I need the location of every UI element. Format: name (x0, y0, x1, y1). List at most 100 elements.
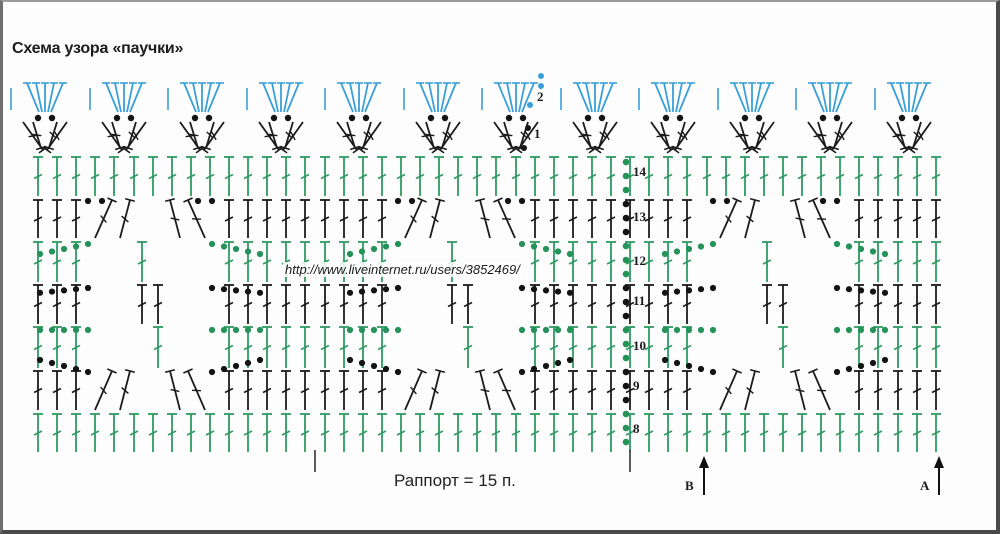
stitch-r6-c7-stroke (167, 430, 177, 436)
spider2-dot11-1-3 (869, 288, 877, 295)
stitch-r3-c27-stroke (549, 301, 559, 308)
stitch-r1-c26 (530, 199, 540, 238)
fan10-black-leg21 (828, 121, 843, 151)
stitch-r0-c44-stroke (873, 173, 883, 180)
spider2-dot10--1-4 (661, 326, 669, 334)
stitch-r4-c14-stroke (300, 344, 310, 351)
row-number-8: 8 (633, 421, 640, 436)
fan5-blue-1 (428, 82, 436, 113)
fan9-blue-1 (742, 82, 750, 113)
fan3-blue-4 (286, 82, 300, 113)
stitch-r5-c10-stroke (224, 387, 234, 394)
spider2-dot12--1-0 (709, 240, 717, 248)
fan4-black-leg1-stroke (356, 146, 366, 154)
stitch-r2-c46 (912, 241, 922, 282)
stitch-r0-c4 (109, 156, 119, 196)
stitch-r6-c12-stroke (262, 430, 272, 436)
spider1-leg-top2-1-stroke (431, 215, 439, 223)
spider1-dot9-1-2 (542, 362, 550, 370)
stitch-r4-c44-stroke (873, 344, 883, 351)
stitch-r1-c12-stroke (262, 216, 272, 222)
stitch-r6-c6 (148, 413, 158, 452)
row-number-14: 14 (633, 164, 647, 179)
stitch-r2-c12-stroke (262, 259, 272, 265)
fan8-black-leg2-1-stroke (660, 133, 670, 137)
spider1-leg-bot-1-stroke (417, 368, 427, 374)
stitch-r5-c2-stroke (71, 387, 81, 394)
spider1-center-b-stroke (463, 301, 473, 308)
stitch-r4-c29-stroke (587, 344, 597, 351)
spider0-leg-bot2-1-stroke (124, 368, 136, 374)
stitch-r5-c18 (377, 370, 387, 410)
spider2-dot11-1-1 (845, 286, 853, 293)
stitch-r6-c7 (167, 413, 177, 452)
fan10-black-leg21-stroke (834, 131, 842, 139)
stitch-r1-c29-stroke (587, 216, 597, 222)
stitch-r3-c13 (281, 284, 291, 324)
stitch-r5-c33 (663, 370, 673, 410)
spider0-topdot2-1 (84, 197, 92, 205)
stitch-r0-c20-stroke (415, 173, 425, 180)
stitch-r5-c31-stroke (625, 387, 635, 394)
stitch-r3-c2-stroke (71, 301, 81, 308)
spider0-dot9-1-3 (244, 359, 252, 367)
fan2-black-leg-1-stroke (195, 146, 205, 154)
stitch-r6-c0-stroke (33, 430, 43, 436)
fan10-blue-3 (832, 82, 840, 113)
spider2-center-d (778, 326, 788, 368)
spider2-leg-top-1-stroke (732, 197, 742, 203)
stitch-r6-c13 (281, 413, 291, 452)
fan2-blue-3 (204, 82, 212, 113)
stitch-r0-c2 (71, 156, 81, 196)
stitch-r6-c15 (320, 413, 330, 452)
arrow-a-head (934, 456, 944, 468)
stitch-r0-c17 (358, 156, 368, 196)
stitch-r0-c36 (721, 156, 731, 196)
stitch-r1-c17-stroke (358, 216, 368, 222)
stitch-r5-c26 (530, 370, 540, 410)
stitch-r6-c46 (912, 413, 922, 452)
stitch-r0-c43 (854, 156, 864, 196)
spider0-center-b (153, 284, 163, 324)
fan7-blue-1 (585, 82, 593, 113)
fan5-black-leg21-stroke (442, 131, 450, 139)
stitch-r5-c16 (339, 370, 349, 410)
stitch-r0-c15 (320, 156, 330, 196)
stitch-r3-c18 (377, 284, 387, 324)
spider0-dot11--1-1 (72, 286, 80, 293)
stitch-r6-c2-stroke (71, 430, 81, 436)
spider0-dot12--1-2 (60, 245, 68, 253)
row-number-10: 10 (633, 338, 646, 353)
spider0-dot10--1-4 (36, 326, 44, 334)
spider0-center-b-stroke (153, 301, 163, 308)
spider1-leg-bot21-stroke (474, 368, 486, 374)
stitch-r6-c34-stroke (682, 430, 692, 436)
stitch-r3-c31-stroke (625, 301, 635, 308)
stitch-r2-c47-stroke (931, 259, 941, 265)
stitch-r4-c26-stroke (530, 344, 540, 351)
stitch-r5-c44 (873, 370, 883, 410)
fan5-black-leg-1-stroke (431, 146, 441, 154)
spider0-dot9-1-2 (232, 362, 240, 370)
fan8-black-leg-1-stroke (666, 146, 676, 154)
stitch-r0-c26-stroke (530, 173, 540, 180)
stitch-r0-c27 (549, 156, 559, 196)
stitch-r0-c41-stroke (816, 173, 826, 180)
fan9-blue-4 (757, 82, 771, 113)
stitch-r3-c30-stroke (606, 301, 616, 308)
spider1-leg-top1 (493, 197, 516, 239)
stitch-r0-c47-stroke (931, 173, 941, 180)
spider1-dot12-1-2 (542, 245, 550, 253)
stitch-r3-c47-stroke (931, 301, 941, 308)
spider1-dot11-1-3 (554, 288, 562, 295)
stitch-r5-c46 (912, 370, 922, 410)
spider0-dot9-1-4 (256, 356, 264, 364)
stitch-r0-c27-stroke (549, 173, 559, 180)
stitch-r1-c14 (300, 199, 310, 238)
spider1-dot11--1-3 (358, 288, 366, 295)
stitch-r6-c41 (816, 413, 826, 452)
stitch-r5-c43 (854, 370, 864, 410)
fan7-black-leg21-stroke (599, 131, 607, 139)
spider1-dot11--1-4 (346, 289, 354, 296)
stitch-r6-c13-stroke (281, 430, 291, 436)
